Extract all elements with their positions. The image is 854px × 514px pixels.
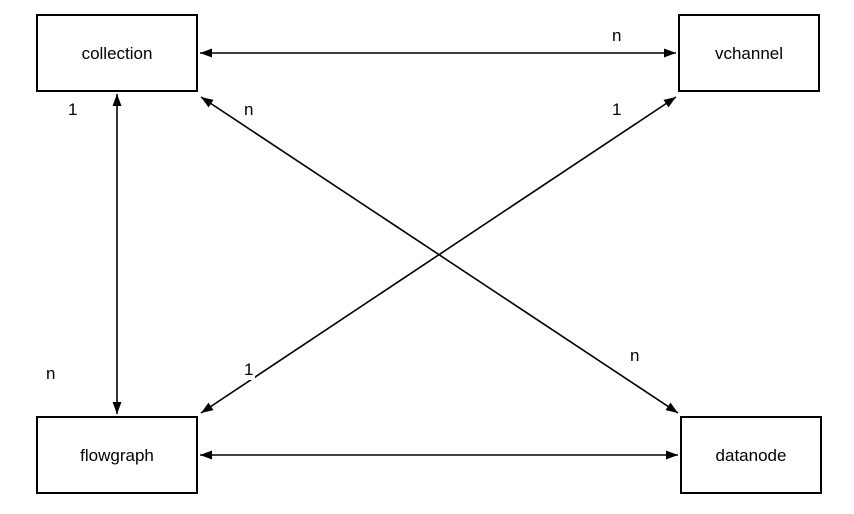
arrowhead-icon xyxy=(200,48,212,58)
cardinality-collection-flowgraph-at-flowgraph: n xyxy=(44,364,58,385)
cardinality-vchannel-flowgraph-at-vchannel: 1 xyxy=(610,100,624,121)
arrowhead-icon xyxy=(665,402,678,413)
arrowhead-icon xyxy=(112,402,122,414)
arrowhead-icon xyxy=(112,94,122,106)
node-collection-label: collection xyxy=(81,43,153,63)
arrowhead-icon xyxy=(201,97,214,108)
cardinality-collection-vchannel-at-vchannel: n xyxy=(610,26,624,47)
node-datanode-label: datanode xyxy=(715,445,787,465)
node-datanode: datanode xyxy=(680,416,822,494)
edge-collection-vchannel xyxy=(200,48,676,58)
node-flowgraph: flowgraph xyxy=(36,416,198,494)
cardinality-collection-flowgraph-at-collection: 1 xyxy=(66,100,80,121)
arrowhead-icon xyxy=(663,97,676,108)
node-vchannel: vchannel xyxy=(678,14,820,92)
node-vchannel-label: vchannel xyxy=(714,43,784,63)
node-collection: collection xyxy=(36,14,198,92)
cardinality-collection-datanode-at-datanode: n xyxy=(628,346,642,367)
arrowhead-icon xyxy=(666,450,678,460)
edge-collection-flowgraph xyxy=(112,94,122,414)
cardinality-vchannel-flowgraph-at-flowgraph: 1 xyxy=(242,360,256,381)
arrowhead-icon xyxy=(201,402,214,413)
arrowhead-icon xyxy=(664,48,676,58)
arrowhead-icon xyxy=(200,450,212,460)
node-flowgraph-label: flowgraph xyxy=(80,445,154,465)
cardinality-collection-datanode-at-collection: n xyxy=(242,100,256,121)
edge-flowgraph-datanode xyxy=(200,450,678,460)
edge-vchannel-flowgraph xyxy=(200,96,677,414)
